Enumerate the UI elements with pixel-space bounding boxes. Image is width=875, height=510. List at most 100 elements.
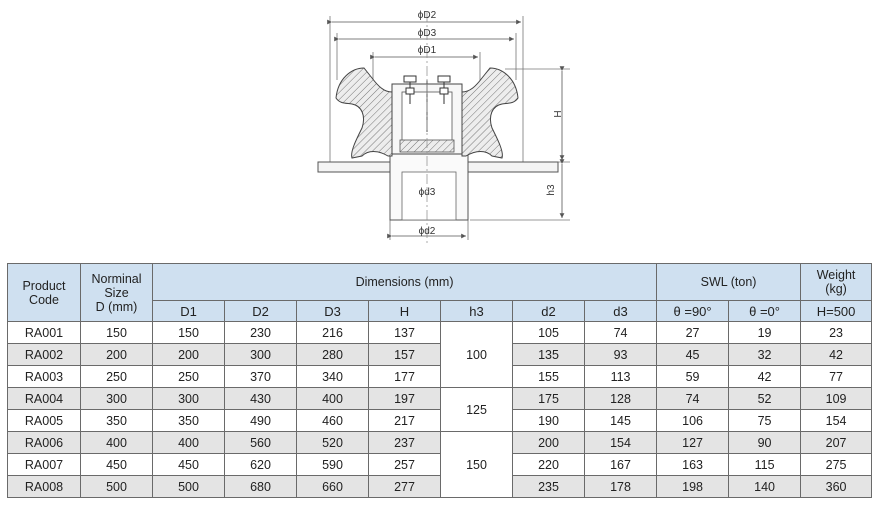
cell-swl90: 74 (656, 387, 730, 410)
cell-d3: 145 (583, 409, 658, 432)
cell-D3: 590 (296, 453, 369, 476)
bolt-left-icon (403, 75, 417, 104)
bolt-right-icon (437, 75, 451, 104)
roller-right-section (461, 67, 519, 159)
cell-H: 217 (368, 409, 441, 432)
header-h3: h3 (440, 300, 513, 322)
cell-weight: 23 (800, 321, 873, 344)
cell-product-code: RA006 (7, 431, 81, 454)
cell-H: 237 (368, 431, 441, 454)
header-weight: Weight (kg) (800, 263, 873, 301)
label-h3: h3 (546, 184, 557, 196)
cell-d2: 235 (512, 475, 585, 498)
cell-D2: 230 (224, 321, 297, 344)
cell-D3: 520 (296, 431, 369, 454)
cell-h3: 125 (440, 387, 513, 432)
header-D2: D2 (224, 300, 297, 322)
socket-bore (401, 171, 457, 221)
cell-product-code: RA007 (7, 453, 81, 476)
header-swl: SWL (ton) (656, 263, 802, 301)
cell-swl90: 198 (656, 475, 730, 498)
specification-table: Product Code Norminal Size D (mm) Dimens… (7, 263, 873, 498)
cell-H: 157 (368, 343, 441, 366)
cell-D3: 400 (296, 387, 369, 410)
header-nominal-line3: D (mm) (95, 299, 138, 314)
cell-D3: 460 (296, 409, 369, 432)
cell-d3: 178 (583, 475, 658, 498)
cell-product-code: RA004 (7, 387, 81, 410)
cell-D2: 430 (224, 387, 297, 410)
cell-D1: 300 (152, 387, 225, 410)
cell-nominal-size: 400 (80, 431, 153, 454)
roller-fairlead-drawing: ϕD2 ϕD3 ϕD1 H h3 ϕd3 ϕd2 (317, 10, 570, 246)
cell-weight: 42 (800, 343, 873, 366)
cell-D1: 500 (152, 475, 225, 498)
cell-D2: 680 (224, 475, 297, 498)
label-d2: ϕd2 (419, 226, 436, 237)
cell-d2: 135 (512, 343, 585, 366)
cell-d2: 175 (512, 387, 585, 410)
cell-swl0: 32 (728, 343, 802, 366)
cell-nominal-size: 200 (80, 343, 153, 366)
cell-d3: 154 (583, 431, 658, 454)
header-d3: d3 (583, 300, 658, 322)
cell-d3: 167 (583, 453, 658, 476)
cell-nominal-size: 250 (80, 365, 153, 388)
cell-d3: 93 (583, 343, 658, 366)
header-product-code: Product Code (7, 263, 81, 322)
cell-nominal-size: 350 (80, 409, 153, 432)
cell-nominal-size: 150 (80, 321, 153, 344)
cell-d3: 74 (583, 321, 658, 344)
cell-D2: 620 (224, 453, 297, 476)
cell-d2: 190 (512, 409, 585, 432)
cell-swl90: 45 (656, 343, 730, 366)
cell-weight: 109 (800, 387, 873, 410)
header-theta0: θ =0° (728, 300, 802, 322)
cell-D3: 660 (296, 475, 369, 498)
cell-D3: 280 (296, 343, 369, 366)
header-D3: D3 (296, 300, 369, 322)
header-weight-line1: Weight (816, 268, 856, 282)
cell-D1: 400 (152, 431, 225, 454)
cell-h3: 100 (440, 321, 513, 388)
header-dimensions: Dimensions (mm) (151, 263, 658, 301)
cell-H: 197 (368, 387, 441, 410)
header-weight-line2: (kg) (825, 282, 847, 296)
cell-product-code: RA008 (7, 475, 81, 498)
cell-D3: 216 (296, 321, 369, 344)
cell-H: 277 (368, 475, 441, 498)
cell-d2: 200 (512, 431, 585, 454)
cell-product-code: RA002 (7, 343, 81, 366)
cell-D1: 200 (152, 343, 225, 366)
cell-swl90: 27 (656, 321, 730, 344)
label-D3: ϕD3 (418, 28, 437, 39)
cell-d2: 155 (512, 365, 585, 388)
cell-swl0: 140 (728, 475, 802, 498)
cell-d2: 105 (512, 321, 585, 344)
cell-d3: 128 (583, 387, 658, 410)
header-D1: D1 (152, 300, 225, 322)
cell-D2: 300 (224, 343, 297, 366)
cell-D3: 340 (296, 365, 369, 388)
cell-swl90: 59 (656, 365, 730, 388)
label-d3: ϕd3 (419, 187, 436, 198)
cell-nominal-size: 300 (80, 387, 153, 410)
header-nominal-line1: Norminal (91, 271, 142, 286)
header-nominal-line2: Size (104, 285, 129, 300)
cell-H: 137 (368, 321, 441, 344)
cell-D1: 250 (152, 365, 225, 388)
cell-D1: 150 (152, 321, 225, 344)
cell-D2: 370 (224, 365, 297, 388)
cell-weight: 154 (800, 409, 873, 432)
cell-H: 257 (368, 453, 441, 476)
cell-D2: 490 (224, 409, 297, 432)
header-nominal-size: Norminal Size D (mm) (80, 263, 153, 322)
cell-product-code: RA003 (7, 365, 81, 388)
cell-D1: 350 (152, 409, 225, 432)
